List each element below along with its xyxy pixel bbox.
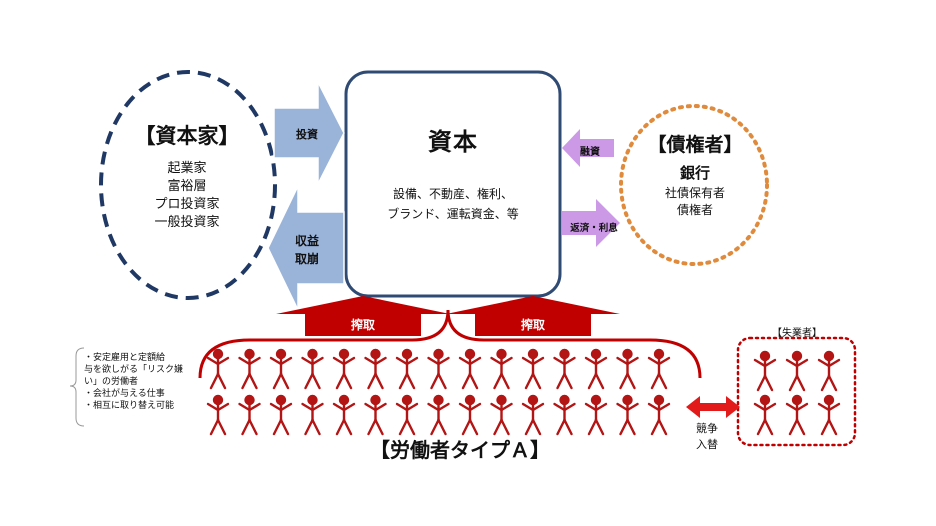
worker-figure-icon xyxy=(584,348,608,390)
note-line: ・安定雇用と定額給 xyxy=(84,353,166,363)
capitalist-list: 起業家 富裕層 プロ投資家 一般投資家 xyxy=(112,160,262,232)
worker-figure-icon xyxy=(332,394,356,436)
workers-group xyxy=(206,348,671,436)
worker-figure-icon xyxy=(785,350,809,392)
worker-figure-icon xyxy=(458,394,482,436)
worker-figure-icon xyxy=(301,394,324,436)
worker-figure-icon xyxy=(427,348,450,390)
creditor-list: 社債保有者 債権者 xyxy=(625,185,765,219)
capitalist-item: 富裕層 xyxy=(167,179,207,194)
return-label-line: 収益 xyxy=(294,234,319,248)
worker-figure-icon xyxy=(647,348,671,390)
worker-figure-icon xyxy=(238,394,261,436)
capital-desc-line: ブランド、運転資金、等 xyxy=(387,207,519,221)
finance-arrow xyxy=(562,129,614,167)
note-line: 与を欲しがる「リスク嫌 xyxy=(84,365,184,375)
creditor-item: 社債保有者 xyxy=(664,186,725,200)
creditor-bank: 銀行 xyxy=(679,164,710,182)
return-arrow xyxy=(267,185,345,311)
capitalist-item: 起業家 xyxy=(167,161,207,176)
repay-label: 返済・利息 xyxy=(570,223,618,234)
worker-figure-icon xyxy=(458,348,482,390)
worker-figure-icon xyxy=(817,350,841,392)
return-label: 収益 取崩 xyxy=(284,232,330,268)
worker-figure-icon xyxy=(238,348,261,390)
exploit-arrow-right xyxy=(446,296,620,336)
note-bracket xyxy=(69,347,85,427)
worker-figure-icon xyxy=(584,394,608,436)
worker-figure-icon xyxy=(785,394,809,436)
worker-figure-icon xyxy=(364,394,387,436)
exploit-label-left: 搾取 xyxy=(350,318,375,332)
return-label-line: 取崩 xyxy=(294,252,319,266)
worker-figure-icon xyxy=(427,394,450,436)
creditor-title: 【債権者】 xyxy=(647,134,743,156)
worker-figure-icon xyxy=(521,394,545,436)
invest-arrow xyxy=(273,81,345,185)
worker-title: 【労働者タイプＡ】 xyxy=(370,438,550,462)
note-line: ・相互に取り替え可能 xyxy=(84,401,175,411)
invest-label: 投資 xyxy=(296,128,318,141)
finance-label: 融資 xyxy=(580,147,600,158)
worker-figure-icon xyxy=(753,350,777,392)
worker-figure-icon xyxy=(616,348,639,390)
competition-label: 競争 入替 xyxy=(688,421,726,453)
worker-figure-icon xyxy=(269,394,293,436)
worker-figure-icon xyxy=(753,394,777,436)
exploit-arrow-left xyxy=(276,296,450,336)
worker-figure-icon xyxy=(206,348,230,390)
competition-line: 入替 xyxy=(696,438,718,451)
capitalist-title: 【資本家】 xyxy=(134,124,240,148)
creditor-item: 債権者 xyxy=(676,203,713,217)
worker-figure-icon xyxy=(395,348,419,390)
worker-brace xyxy=(198,309,702,379)
worker-figure-icon xyxy=(817,394,841,436)
competition-arrow xyxy=(686,396,740,418)
unemployed-group xyxy=(753,350,841,436)
capital-desc-line: 設備、不動産、権利、 xyxy=(392,187,513,201)
worker-figure-icon xyxy=(616,394,639,436)
capital-description: 設備、不動産、権利、 ブランド、運転資金、等 xyxy=(346,184,560,224)
capitalist-item: プロ投資家 xyxy=(154,197,220,212)
worker-figure-icon xyxy=(395,394,419,436)
worker-figure-icon xyxy=(553,394,576,436)
worker-figure-icon xyxy=(521,348,545,390)
worker-figure-icon xyxy=(332,348,356,390)
worker-figure-icon xyxy=(647,394,671,436)
capitalist-ellipse xyxy=(99,70,277,300)
worker-figure-icon xyxy=(490,394,513,436)
capital-title: 資本 xyxy=(428,128,478,156)
worker-figure-icon xyxy=(364,348,387,390)
competition-line: 競争 xyxy=(696,422,718,435)
unemployed-box xyxy=(736,336,857,447)
capitalist-item: 一般投資家 xyxy=(154,215,220,230)
creditor-ellipse xyxy=(619,104,769,266)
note-line: い」の労働者 xyxy=(84,377,139,387)
worker-figure-icon xyxy=(206,394,230,436)
worker-figure-icon xyxy=(301,348,324,390)
worker-figure-icon xyxy=(553,348,576,390)
note-line: ・会社が与える仕事 xyxy=(84,389,165,399)
worker-figure-icon xyxy=(269,348,293,390)
worker-figure-icon xyxy=(490,348,513,390)
unemployed-label: 【失業者】 xyxy=(772,328,822,339)
exploit-label-right: 搾取 xyxy=(520,318,545,332)
capital-box xyxy=(344,70,562,298)
repay-arrow xyxy=(562,199,620,247)
worker-note: ・安定雇用と定額給 与を欲しがる「リスク嫌 い」の労働者 ・会社が与える仕事 ・… xyxy=(84,352,196,412)
